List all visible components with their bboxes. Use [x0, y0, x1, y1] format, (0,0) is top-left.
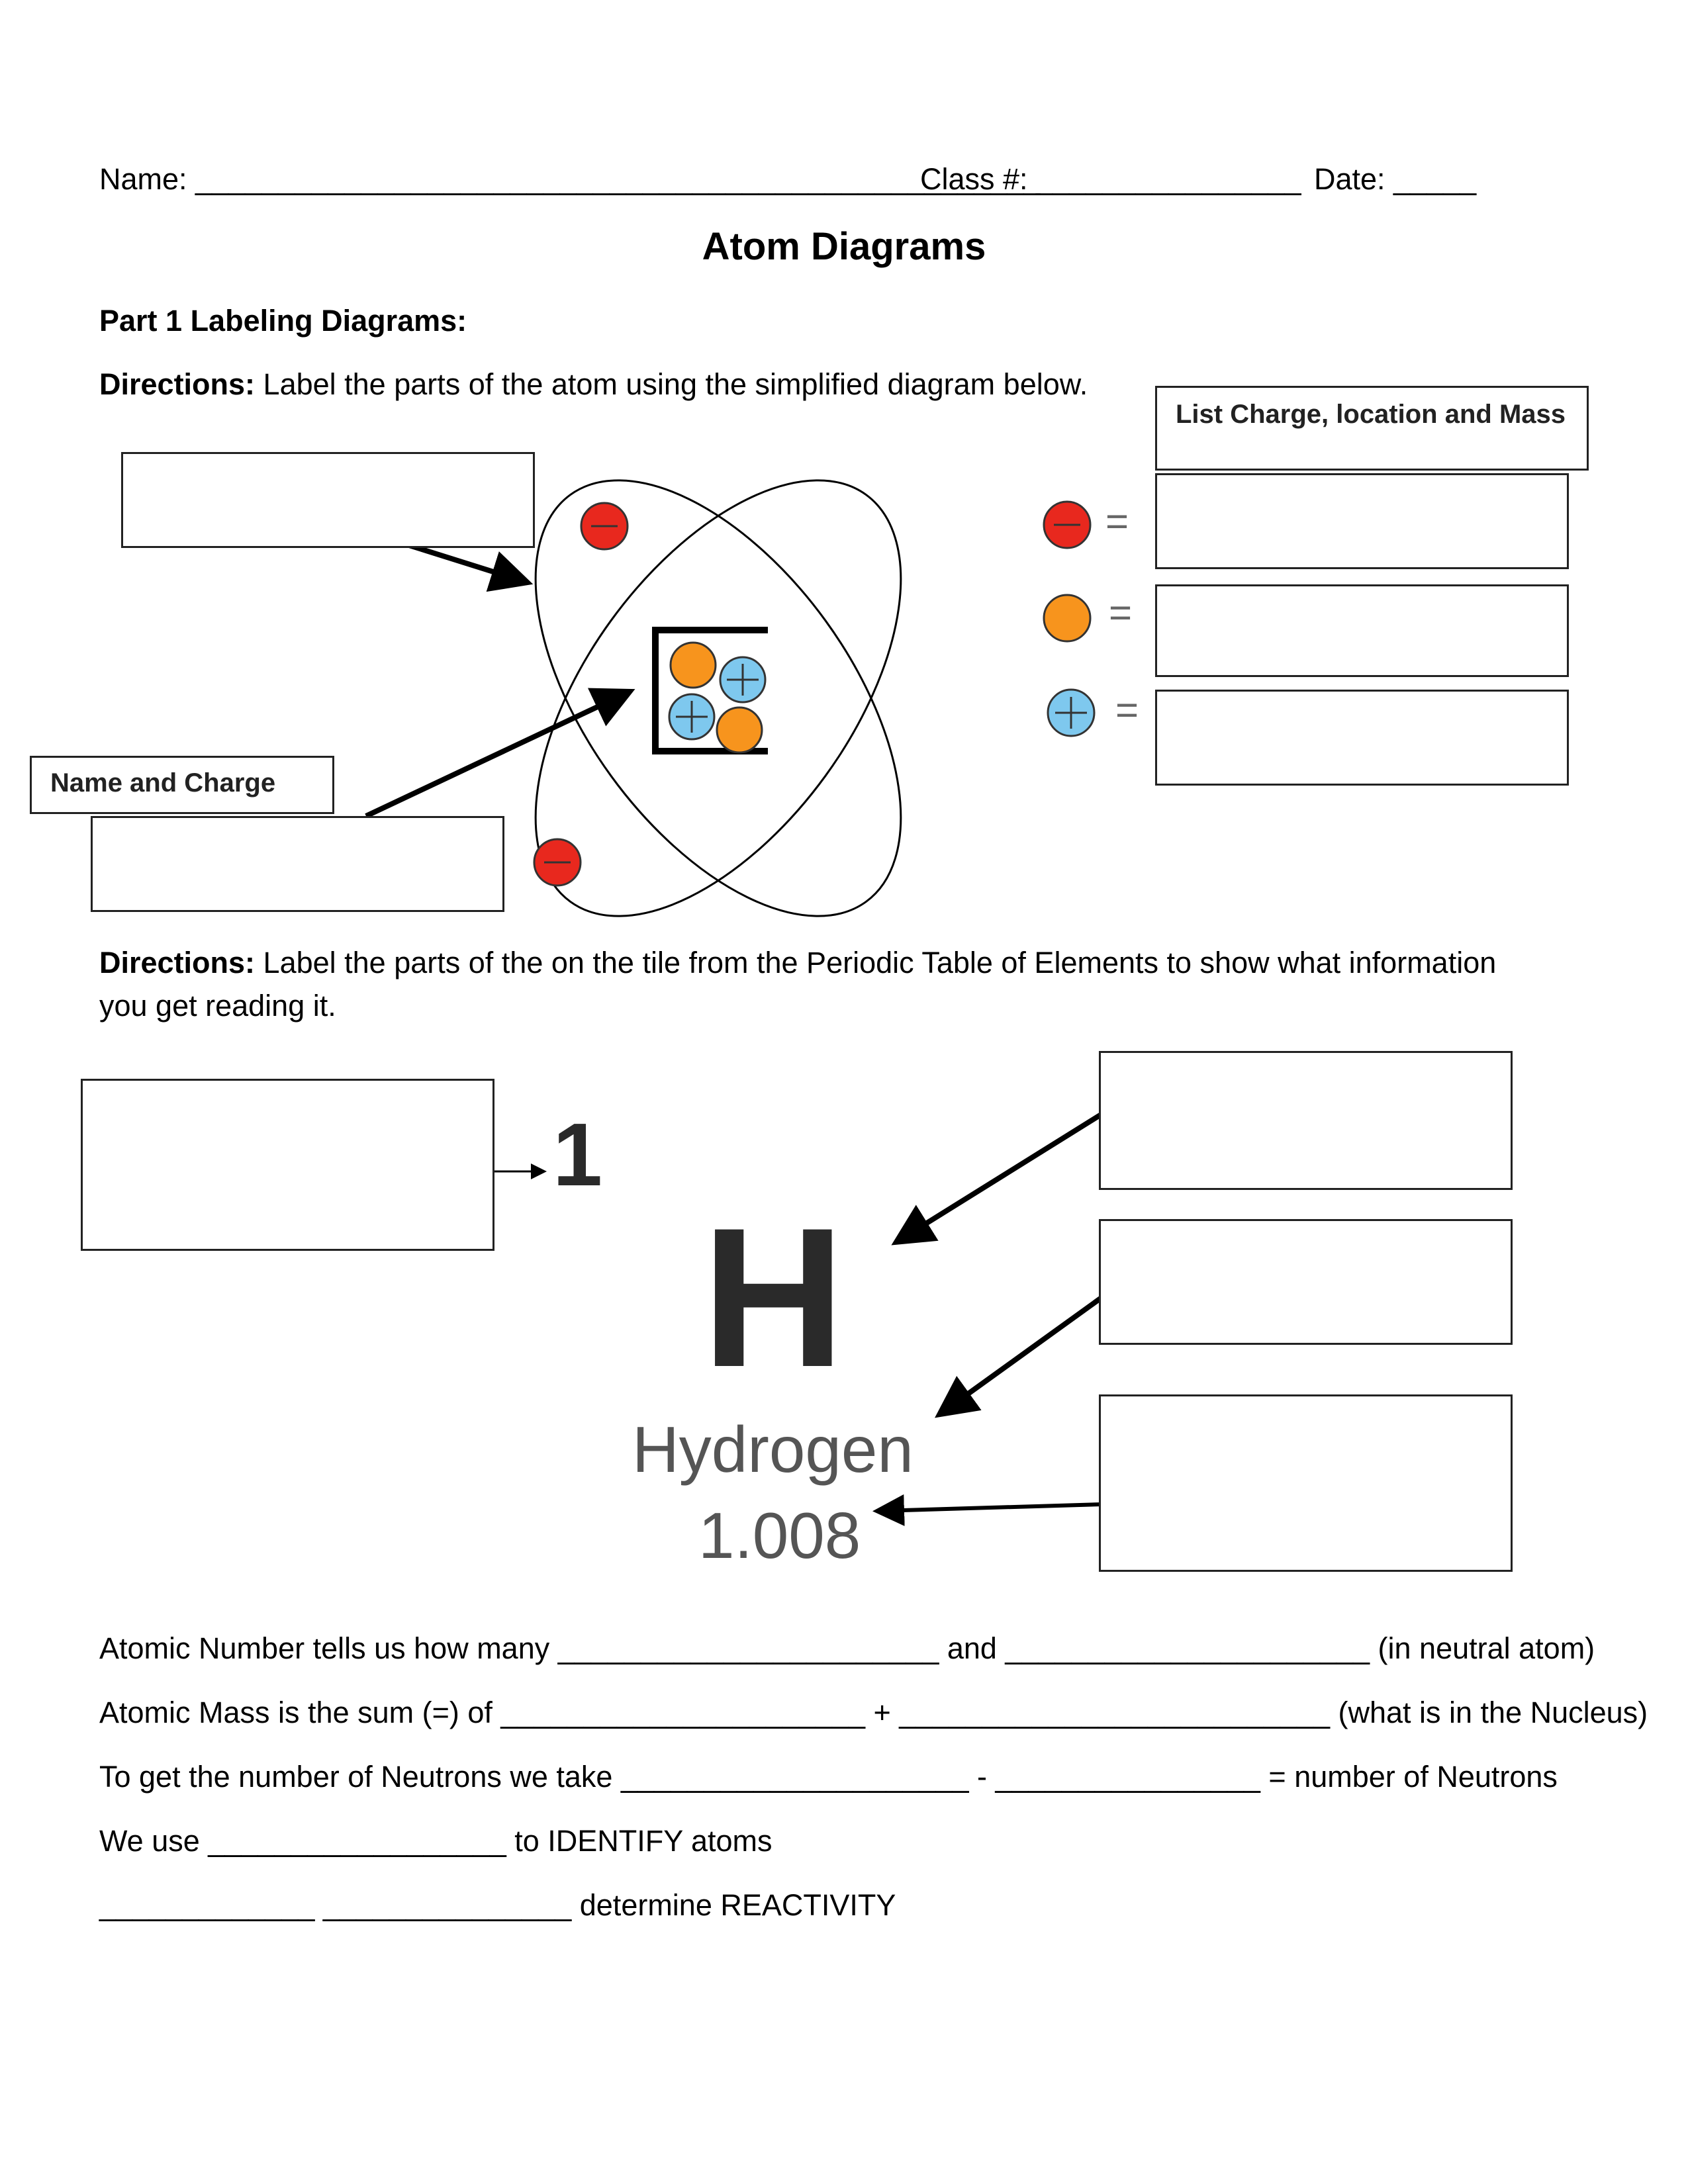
orbit-label-box[interactable]	[121, 452, 535, 548]
charge-header-label: List Charge, location and Mass	[1176, 400, 1566, 430]
orbit-ellipse	[463, 417, 973, 979]
electron-answer-box[interactable]	[1155, 473, 1569, 569]
symbol-arrow	[900, 1114, 1102, 1240]
charge-header-box: List Charge, location and Mass	[1155, 386, 1589, 471]
directions-text: Label the parts of the on the tile from …	[255, 946, 1496, 979]
neutron-legend-icon	[1044, 595, 1090, 641]
neutron-icon	[717, 707, 762, 752]
part2-directions: Directions: Label the parts of the on th…	[99, 944, 1496, 981]
orbit-arrow	[407, 545, 523, 581]
equals-sign: =	[1115, 692, 1139, 729]
atomic-number: 1	[553, 1102, 602, 1208]
equals-sign: =	[1109, 594, 1132, 631]
nucleus-arrow	[366, 694, 626, 816]
nucleus-label-box[interactable]	[91, 816, 504, 912]
element-name: Hydrogen	[632, 1410, 914, 1489]
neutron-icon	[671, 643, 716, 688]
orbit-ellipse	[463, 417, 973, 979]
atomic-mass: 1.008	[698, 1496, 861, 1575]
name-arrow	[943, 1297, 1102, 1412]
name-answer-box[interactable]	[1099, 1219, 1513, 1345]
question-line[interactable]: Atomic Number tells us how many ________…	[99, 1630, 1595, 1667]
mass-arrow	[880, 1504, 1102, 1511]
neutron-answer-box[interactable]	[1155, 584, 1569, 677]
proton-answer-box[interactable]	[1155, 690, 1569, 786]
atomic-number-answer-box[interactable]	[81, 1079, 494, 1251]
symbol-answer-box[interactable]	[1099, 1051, 1513, 1190]
name-charge-label: Name and Charge	[50, 768, 275, 798]
question-line[interactable]: Atomic Mass is the sum (=) of __________…	[99, 1694, 1648, 1731]
directions-label: Directions:	[99, 946, 255, 979]
name-charge-label-box: Name and Charge	[30, 756, 334, 814]
question-line[interactable]: To get the number of Neutrons we take __…	[99, 1758, 1558, 1796]
question-line[interactable]: We use __________________ to IDENTIFY at…	[99, 1823, 773, 1860]
question-line[interactable]: _____________ _______________ determine …	[99, 1887, 896, 1924]
part2-directions-line2: you get reading it.	[99, 987, 336, 1024]
element-symbol: H	[702, 1188, 845, 1406]
mass-answer-box[interactable]	[1099, 1394, 1513, 1572]
equals-sign: =	[1105, 503, 1129, 540]
